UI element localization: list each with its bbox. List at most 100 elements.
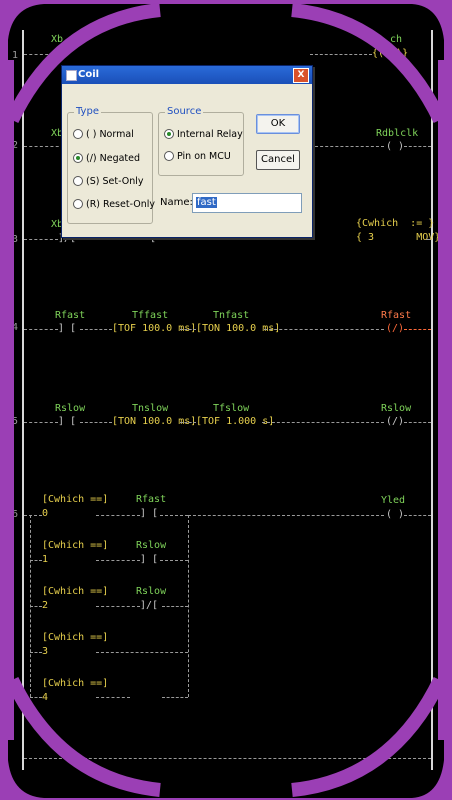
rung6-compare-value[interactable]: 4 — [42, 692, 49, 703]
rung5-wire — [80, 422, 112, 423]
rung6-wire — [96, 606, 140, 607]
rung6-wire — [404, 515, 431, 516]
rung2-coil-label[interactable]: Rdblclk — [376, 128, 419, 139]
dialog-title: Coil — [78, 69, 100, 80]
rung-number: 4 — [12, 322, 19, 333]
right-power-rail — [431, 30, 433, 770]
rung6-compare-value[interactable]: 2 — [42, 600, 49, 611]
rung6-compare-top[interactable]: [Cwhich ==] — [42, 632, 109, 643]
rung3-wire — [24, 239, 58, 240]
rung-number: 3 — [12, 234, 19, 245]
name-label: Name: — [160, 197, 193, 208]
rung1-wire — [310, 54, 372, 55]
rung4-coil-label[interactable]: Rfast — [381, 310, 412, 321]
end-rung-line — [24, 758, 431, 759]
rung5-timer2-label[interactable]: Tfslow — [213, 403, 250, 414]
rung4-coil[interactable]: (/) — [386, 323, 405, 334]
rung5-coil-label[interactable]: Rslow — [381, 403, 412, 414]
close-button[interactable]: X — [293, 68, 309, 83]
rung6-branch-contact[interactable]: ] [ — [140, 508, 159, 519]
rung-number: 1 — [12, 50, 19, 61]
rung5-contact[interactable]: ] [ — [58, 416, 77, 427]
rung4-contact[interactable]: ] [ — [58, 323, 77, 334]
rung2-wire — [310, 146, 384, 147]
source-option-pin-on-mcu[interactable]: Pin on MCU — [164, 150, 231, 162]
rung6-branch-contact-label[interactable]: Rslow — [136, 540, 167, 551]
rung5-wire — [180, 422, 196, 423]
radio-selected-icon — [164, 128, 174, 139]
rung4-timer1-label[interactable]: Tffast — [132, 310, 169, 321]
rung5-coil[interactable]: (/) — [386, 416, 405, 427]
rung5-wire — [262, 422, 384, 423]
radio-icon — [73, 175, 83, 186]
rung6-wire — [30, 560, 42, 561]
rung1-contact-label[interactable]: Xb — [51, 34, 64, 45]
rung5-wire — [24, 422, 58, 423]
rung6-branch-contact-label[interactable]: Rfast — [136, 494, 167, 505]
rung6-wire — [162, 606, 188, 607]
rung6-branch-contact[interactable]: ] [ — [140, 554, 159, 565]
radio-icon — [164, 150, 174, 161]
rung2-wire — [24, 146, 64, 147]
source-group: Source Internal Relay Pin on MCU — [158, 106, 244, 176]
rung1-coil-label[interactable]: ch — [390, 34, 403, 45]
rung6-branch-contact[interactable]: ]/[ — [140, 600, 159, 611]
rung1-coil[interactable]: {( )} — [372, 48, 409, 59]
type-option-negated[interactable]: (/) Negated — [73, 152, 140, 164]
rung6-compare-top[interactable]: [Cwhich ==] — [42, 540, 109, 551]
name-input-value: fast — [196, 197, 217, 208]
rung-number: 6 — [12, 509, 19, 520]
rung6-wire — [30, 652, 42, 653]
rung4-wire — [80, 329, 112, 330]
rung6-compare-top[interactable]: [Cwhich ==] — [42, 494, 109, 505]
coil-dialog: Coil X Type ( ) Normal (/) Negated (S) S… — [61, 65, 313, 238]
type-option-reset-only[interactable]: (R) Reset-Only — [73, 198, 155, 210]
rung3-mov-box-top[interactable]: {Cwhich := } — [356, 218, 435, 229]
rung5-timer1-label[interactable]: Tnslow — [132, 403, 169, 414]
ok-button[interactable]: OK — [256, 114, 300, 134]
rung6-branch-contact-label[interactable]: Rslow — [136, 586, 167, 597]
rung6-wire — [30, 606, 42, 607]
name-input[interactable]: fast — [192, 193, 302, 213]
rung6-wire — [188, 515, 384, 516]
rung2-wire — [404, 146, 431, 147]
cancel-button[interactable]: Cancel — [256, 150, 300, 170]
rung-number: 2 — [12, 140, 19, 151]
rung6-compare-value[interactable]: 0 — [42, 508, 49, 519]
rung6-right-branch-bus — [188, 515, 189, 697]
rung5-contact-label[interactable]: Rslow — [55, 403, 86, 414]
rung4-timer2-label[interactable]: Tnfast — [213, 310, 250, 321]
type-group: Type ( ) Normal (/) Negated (S) Set-Only… — [67, 106, 155, 224]
radio-icon — [73, 198, 83, 209]
rung4-wire — [24, 329, 58, 330]
dialog-title-bar[interactable]: Coil X — [62, 66, 312, 84]
rung6-wire — [30, 697, 42, 698]
type-group-label: Type — [74, 106, 101, 117]
rung3-wire — [80, 239, 148, 240]
rung6-wire — [24, 515, 42, 516]
rung6-compare-value[interactable]: 3 — [42, 646, 49, 657]
source-group-label: Source — [165, 106, 204, 117]
left-power-rail — [22, 30, 24, 770]
type-option-normal[interactable]: ( ) Normal — [73, 128, 134, 140]
rung4-wire — [404, 329, 431, 330]
rung6-compare-top[interactable]: [Cwhich ==] — [42, 586, 109, 597]
rung3-mov-box-bottom[interactable]: { 3 MOV} — [356, 232, 441, 243]
rung6-coil-label[interactable]: Yled — [381, 495, 406, 506]
rung6-compare-value[interactable]: 1 — [42, 554, 49, 565]
source-option-internal-relay[interactable]: Internal Relay — [164, 128, 243, 140]
rung2-coil[interactable]: ( ) — [386, 141, 405, 152]
rung5-wire — [404, 422, 431, 423]
rung6-coil[interactable]: ( ) — [386, 509, 405, 520]
window-icon — [66, 70, 77, 81]
rung6-wire — [162, 697, 188, 698]
type-option-set-only[interactable]: (S) Set-Only — [73, 175, 144, 187]
radio-icon — [73, 128, 83, 139]
rung3-wire — [426, 239, 431, 240]
rung6-compare-top[interactable]: [Cwhich ==] — [42, 678, 109, 689]
rung6-wire — [96, 560, 140, 561]
rung-number: 5 — [12, 416, 19, 427]
rung4-contact-label[interactable]: Rfast — [55, 310, 86, 321]
rung6-wire — [96, 652, 188, 653]
